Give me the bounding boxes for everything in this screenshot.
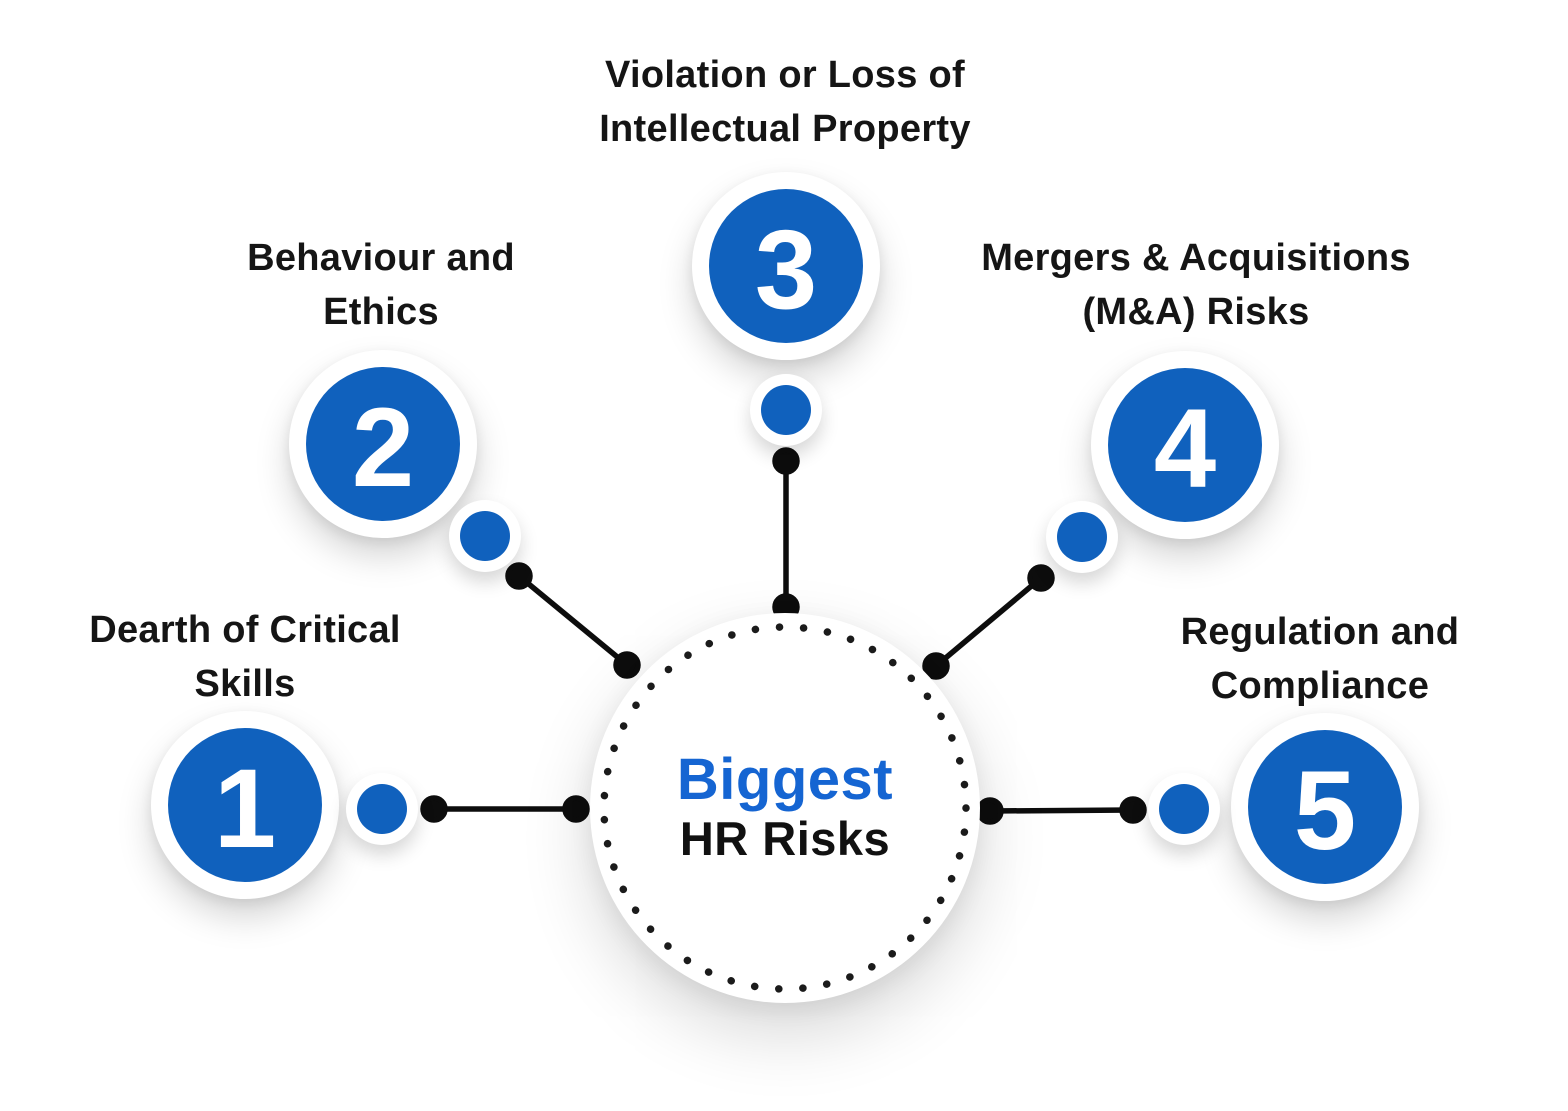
node-3-blue-circle: 3 [709,189,863,343]
node-5-circle: 5 [1231,713,1419,901]
node-3-number: 3 [754,207,818,332]
connector-endpoint [772,447,800,475]
node-5-label-line1: Regulation and [1180,611,1460,653]
node-2-label-line1: Behaviour and [247,237,515,279]
node-1-label-line2: Skills [194,663,296,705]
central-title-block: Biggest HR Risks [590,613,980,1003]
node-4-label-line2: (M&A) Risks [1082,291,1310,333]
connector-endpoint [1119,796,1147,824]
node-1-number: 1 [213,746,277,871]
central-circle: Biggest HR Risks [590,613,980,1003]
node-1-satellite-blue-dot [357,784,407,834]
node-5-label: Regulation and Compliance [1100,605,1540,713]
node-4-circle: 4 [1091,351,1279,539]
node-4-number: 4 [1153,386,1217,511]
connector-line-5 [989,807,1134,814]
central-title: Biggest [676,747,894,812]
node-3-label-line1: Violation or Loss of [605,54,965,96]
connector-endpoint [505,562,533,590]
node-3-label-line2: Intellectual Property [599,108,971,150]
node-1-label-line1: Dearth of Critical [89,609,401,651]
node-3-satellite-dot [750,374,822,446]
node-4-blue-circle: 4 [1108,368,1262,522]
node-4-satellite-blue-dot [1057,512,1107,562]
node-1-circle: 1 [151,711,339,899]
node-2-satellite-blue-dot [460,511,510,561]
node-1-satellite-dot [346,773,418,845]
node-1-label: Dearth of Critical Skills [25,603,465,711]
connector-endpoint [1027,564,1055,592]
node-4-label: Mergers & Acquisitions (M&A) Risks [936,231,1456,339]
node-3-satellite-blue-dot [761,385,811,435]
node-3-circle: 3 [692,172,880,360]
node-4-label-line1: Mergers & Acquisitions [981,237,1411,279]
node-1-blue-circle: 1 [168,728,322,882]
node-5-satellite-blue-dot [1159,784,1209,834]
node-5-number: 5 [1293,748,1357,873]
node-3-label: Violation or Loss of Intellectual Proper… [525,48,1045,156]
node-5-satellite-dot [1148,773,1220,845]
connector-endpoint [976,797,1004,825]
connector-endpoint [562,795,590,823]
node-4-satellite-dot [1046,501,1118,573]
node-2-circle: 2 [289,350,477,538]
node-5-label-line2: Compliance [1210,665,1430,707]
node-2-label-line2: Ethics [323,291,439,333]
node-2-satellite-dot [449,500,521,572]
node-5-blue-circle: 5 [1248,730,1402,884]
central-subtitle: HR Risks [679,812,891,865]
connector-endpoint [420,795,448,823]
node-2-label: Behaviour and Ethics [161,231,601,339]
node-2-blue-circle: 2 [306,367,460,521]
dotted-ring [600,623,970,993]
node-2-number: 2 [351,385,415,510]
